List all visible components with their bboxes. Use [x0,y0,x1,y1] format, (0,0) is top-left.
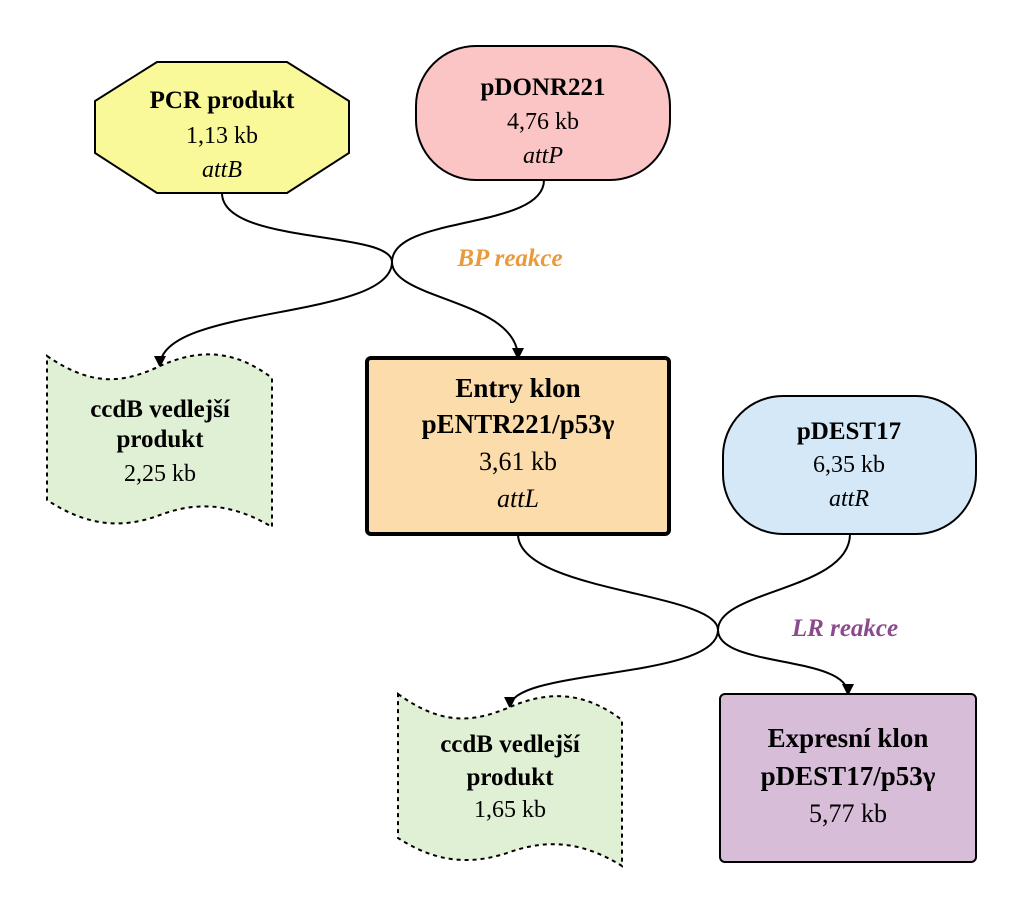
ccdb-byproduct-1-shape [46,353,273,529]
pdest17-site: attR [829,486,869,512]
node-ccdb-byproduct-1: ccdB vedlejší produkt 2,25 kb [46,353,273,529]
lr-input-curve-entry [517,533,719,631]
bp-input-curve-pdonr [391,179,545,263]
lr-output-curve-expression [717,629,854,696]
ccdb-byproduct-1-size: 2,25 kb [124,461,196,487]
entry-clone-line1: Entry klon [455,373,580,403]
pdonr221-size: 4,76 kb [507,109,579,135]
node-pcr-product: PCR produkt 1,13 kb attB [94,61,350,194]
pdest17-name: pDEST17 [797,418,901,445]
entry-clone-site: attL [497,484,539,513]
entry-clone-shape [365,356,671,536]
pdonr221-name: pDONR221 [480,74,605,101]
pcr-product-name: PCR produkt [150,87,295,114]
node-pdonr221: pDONR221 4,76 kb attP [415,45,671,181]
bp-output-curve-entry [391,261,524,360]
pcr-product-size: 1,13 kb [186,123,258,149]
expression-clone-size: 5,77 kb [809,799,887,828]
ccdb-byproduct-2-shape [397,692,623,868]
expression-clone-line1: Expresní klon [768,723,929,753]
pdest17-size: 6,35 kb [813,452,885,478]
bp-output-curve-byproduct [154,261,393,368]
ccdb-byproduct-1-line1: ccdB vedlejší [90,396,231,423]
pcr-product-shape [94,61,350,194]
bp-input-curve-pcr [221,192,393,263]
ccdb-byproduct-2-line1: ccdB vedlejší [440,731,581,758]
entry-clone-size: 3,61 kb [479,447,557,476]
ccdb-byproduct-1-line2: produkt [116,426,204,453]
bp-reaction-label: BP reakce [456,245,562,272]
ccdb-byproduct-2-size: 1,65 kb [474,797,546,823]
node-pdest17: pDEST17 6,35 kb attR [722,395,977,535]
pdonr221-shape [415,45,671,181]
node-expression-clone: Expresní klon pDEST17/p53γ 5,77 kb [719,693,977,863]
node-entry-clone: Entry klon pENTR221/p53γ 3,61 kb attL [365,356,671,536]
pdest17-shape [722,395,977,535]
expression-clone-shape [719,693,977,863]
pdonr221-site: attP [523,143,563,169]
ccdb-byproduct-2-line2: produkt [466,764,554,791]
lr-reaction-label: LR reakce [791,615,898,642]
expression-clone-line2: pDEST17/p53γ [761,761,936,791]
entry-clone-line2: pENTR221/p53γ [422,409,615,439]
lr-output-curve-byproduct [504,629,719,709]
node-ccdb-byproduct-2: ccdB vedlejší produkt 1,65 kb [397,692,623,868]
pcr-product-site: attB [202,157,242,183]
lr-input-curve-pdest [717,533,851,631]
